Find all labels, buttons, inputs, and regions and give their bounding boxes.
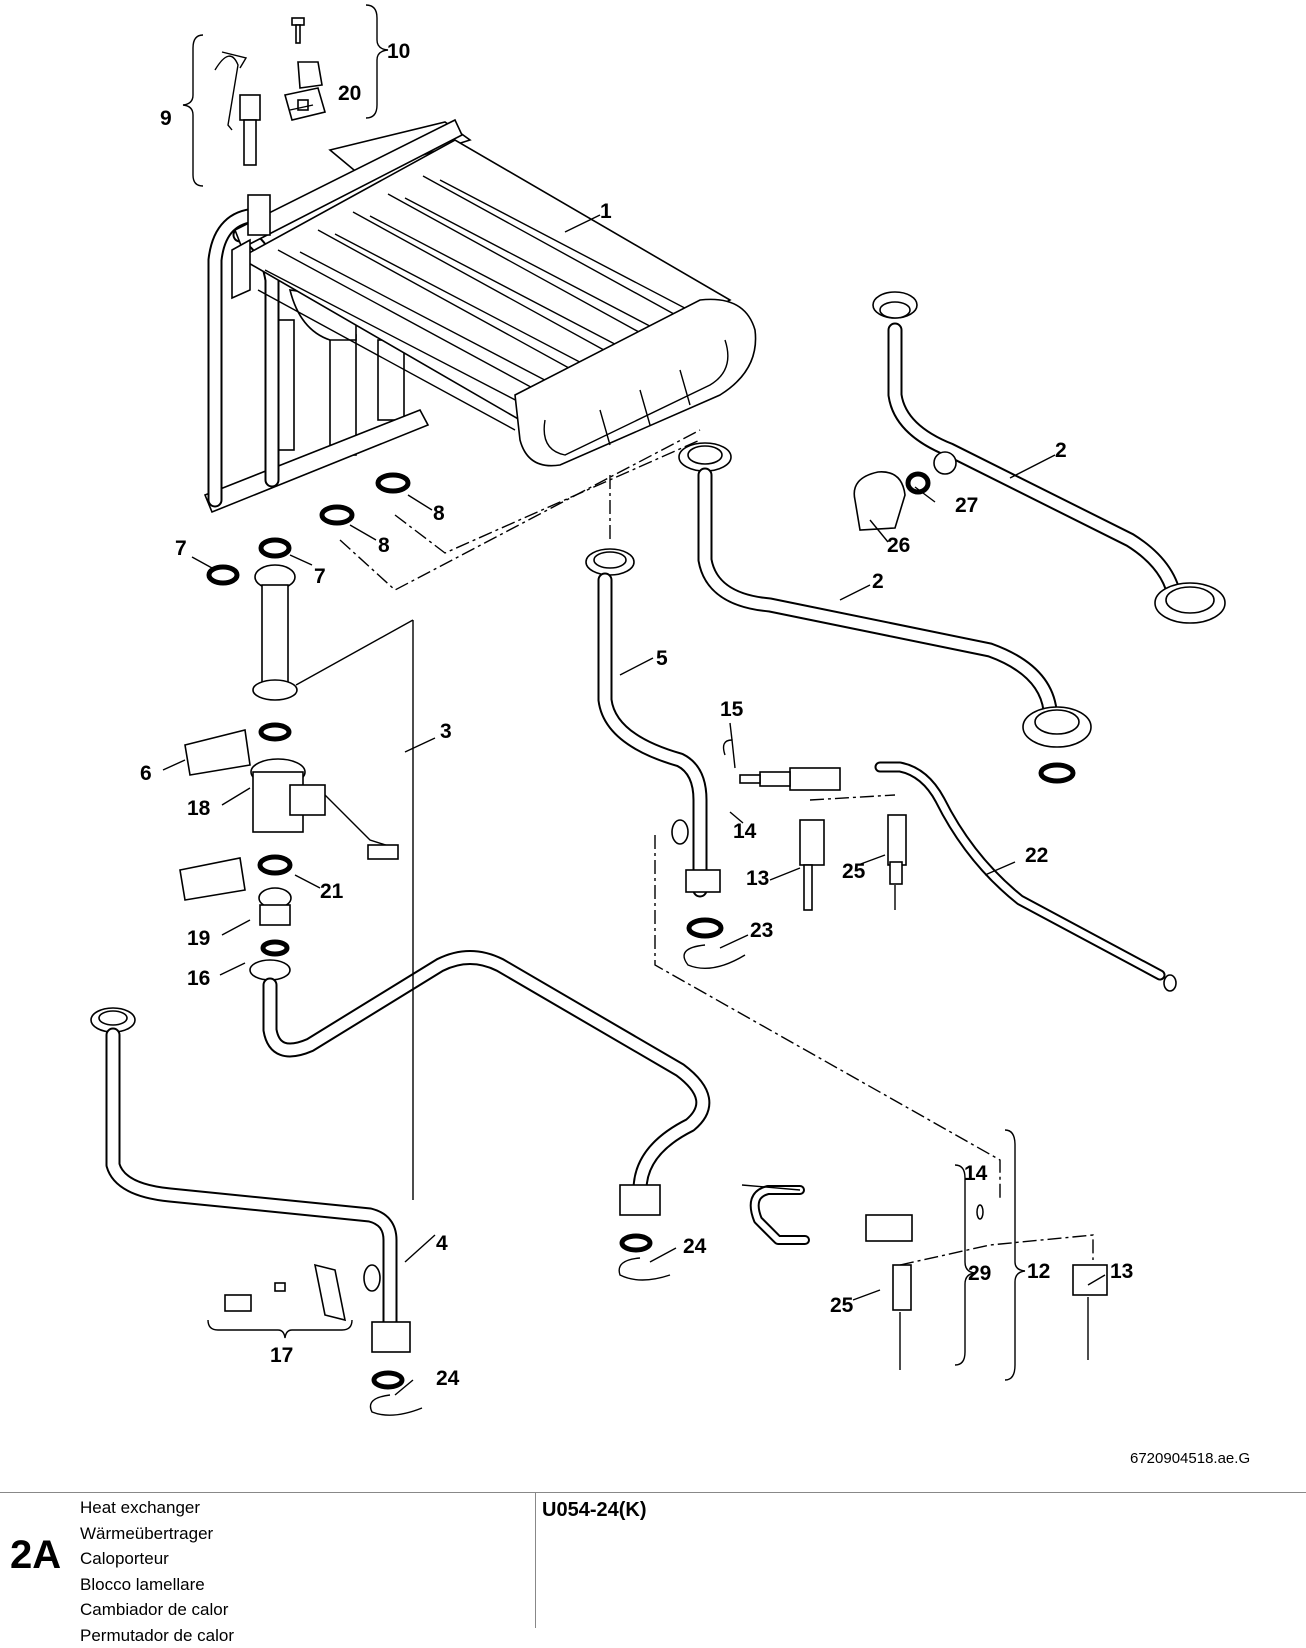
- model-number: U054-24(K): [542, 1499, 646, 1522]
- sensor-group: [215, 18, 325, 165]
- exploded-parts-diagram: 1 2 2 3 4 5 6 7 7 8 8 9 10 12 13 13 14 1…: [0, 0, 1306, 1492]
- part-26-27: [854, 472, 928, 530]
- callout: 14: [964, 1162, 988, 1185]
- pipe-22: [880, 767, 1176, 991]
- callout: 12: [1027, 1260, 1050, 1283]
- assembly-center-lines: [340, 430, 1093, 1265]
- callout: 5: [656, 647, 668, 670]
- callout: 16: [187, 967, 210, 990]
- pipe-5: [586, 549, 720, 892]
- part-name: Blocco lamellare: [80, 1572, 234, 1598]
- callout: 20: [338, 82, 361, 105]
- part-name: Cambiador de calor: [80, 1597, 234, 1623]
- section-number: 2A: [10, 1533, 61, 1578]
- callout: 18: [187, 797, 211, 820]
- callout: 13: [746, 867, 769, 890]
- callout: 4: [436, 1232, 448, 1255]
- callout: 15: [720, 698, 744, 721]
- callout: 13: [1110, 1260, 1133, 1283]
- callout: 7: [175, 537, 187, 560]
- callout: 25: [842, 860, 866, 883]
- callout: 9: [160, 107, 172, 130]
- part-name: Heat exchanger: [80, 1495, 234, 1521]
- callout: 10: [387, 40, 410, 63]
- callout: 17: [270, 1344, 293, 1367]
- callout: 26: [887, 534, 910, 557]
- callout: 25: [830, 1294, 854, 1317]
- callout: 2: [1055, 439, 1067, 462]
- callout: 6: [140, 762, 152, 785]
- callout: 3: [440, 720, 452, 743]
- callout: 29: [968, 1262, 991, 1285]
- callout: 22: [1025, 844, 1048, 867]
- callout: 14: [733, 820, 757, 843]
- part-name: Permutador de calor: [80, 1623, 234, 1648]
- callout: 8: [433, 502, 445, 525]
- callout: 27: [955, 494, 978, 517]
- part-name: Caloporteur: [80, 1546, 234, 1572]
- document-reference: 6720904518.ae.G: [1130, 1450, 1250, 1467]
- callout: 21: [320, 880, 344, 903]
- callout: 1: [600, 200, 612, 223]
- bottom-right-assembly: [755, 1190, 1107, 1370]
- callout: 24: [436, 1367, 460, 1390]
- callout: 7: [314, 565, 326, 588]
- callout: 19: [187, 927, 210, 950]
- part-name: Wärmeübertrager: [80, 1521, 234, 1547]
- callout: 2: [872, 570, 884, 593]
- callout: 24: [683, 1235, 707, 1258]
- callout: 23: [750, 919, 773, 942]
- heat-exchanger: [205, 120, 756, 512]
- footer: 2A Heat exchanger Wärmeübertrager Calopo…: [0, 1492, 1306, 1628]
- pipe-4: [91, 1008, 422, 1415]
- divider: [535, 1493, 536, 1628]
- part-names: Heat exchanger Wärmeübertrager Caloporte…: [80, 1495, 234, 1648]
- callout: 8: [378, 534, 390, 557]
